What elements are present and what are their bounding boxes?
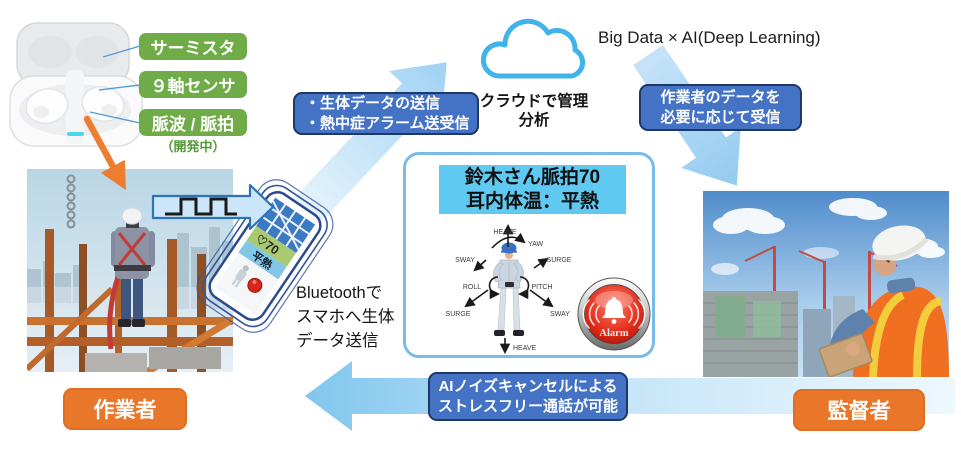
vitals-header-line2: 耳内体温：平熱 [465, 190, 599, 212]
phone-figure-icon [231, 265, 249, 288]
motion-label-surge-upper: SURGE [547, 257, 572, 264]
motion-figure [493, 242, 524, 336]
motion-label-surge-lower: SURGE [446, 311, 471, 318]
bell-icon [602, 297, 626, 324]
motion-label-heave-top: HEAVE [493, 229, 517, 236]
motion-label-sway-lower: SWAY [550, 311, 570, 318]
cloud-icon [480, 18, 586, 79]
receive-data-line1: 作業者のデータを [660, 89, 781, 106]
bluetooth-note: Bluetoothで スマホへ生体 データ送信 [296, 281, 395, 353]
send-data-line1: ・生体データの送信 [305, 95, 441, 112]
motion-label-yaw: YAW [528, 241, 544, 248]
send-data-line2: ・熱中症アラーム送受信 [305, 114, 470, 132]
supervisor-role-label: 監督者 [793, 389, 925, 431]
send-data-box: ・生体データの送信 ・熱中症アラーム送受信 [293, 92, 479, 135]
cloud-caption: クラウドで管理 分析 [478, 92, 590, 130]
receive-data-box: 作業者のデータを 必要に応じて受信 [639, 84, 802, 131]
smartphone-image: ♡70 平熱 [196, 179, 334, 333]
sensor-label-thermistor: サーミスタ [139, 33, 247, 60]
sensor-label-pulse: 脈波 / 脈拍 [139, 109, 247, 136]
alarm-button: Alarm [577, 277, 651, 351]
noise-cancel-box: AIノイズキャンセルによる ストレスフリー通話が可能 [428, 372, 628, 421]
bluetooth-note-line3: データ送信 [296, 332, 379, 350]
earbuds-image [9, 22, 143, 147]
bigdata-headline: Big Data × AI(Deep Learning) [598, 28, 821, 47]
receive-data-line2: 必要に応じて受信 [660, 108, 781, 126]
alarm-label: Alarm [599, 328, 628, 339]
worker-role-label: 作業者 [63, 388, 187, 430]
bluetooth-note-line2: スマホへ生体 [296, 308, 395, 326]
motion-diagram: HEAVE YAW SWAY SURGE ROLL PITCH SURGE SW… [446, 223, 651, 355]
motion-label-pitch: PITCH [532, 284, 553, 291]
phone-alarm-icon [247, 277, 263, 293]
motion-label-heave-bottom: HEAVE [513, 345, 537, 352]
dev-note: （開発中） [160, 139, 226, 154]
supervisor-figure [818, 225, 949, 377]
cloud-caption-line2: 分析 [518, 112, 550, 129]
noise-cancel-line2: ストレスフリー通話が可能 [437, 397, 618, 415]
bluetooth-note-line1: Bluetoothで [296, 284, 383, 302]
supervisor-photo [703, 191, 949, 377]
worker-figure [111, 207, 155, 327]
vitals-header: 鈴木さん脈拍70 耳内体温：平熱 [439, 165, 626, 214]
cloud-caption-line1: クラウドで管理 [479, 93, 589, 110]
motion-label-roll: ROLL [463, 284, 481, 291]
noise-cancel-line1: AIノイズキャンセルによる [438, 378, 618, 395]
motion-label-sway-upper: SWAY [455, 257, 475, 264]
monitor-panel: 鈴木さん脈拍70 耳内体温：平熱 [403, 152, 655, 358]
sensor-label-9axis: ９軸センサ [139, 71, 247, 98]
vitals-header-line1: 鈴木さん脈拍70 [464, 166, 601, 188]
